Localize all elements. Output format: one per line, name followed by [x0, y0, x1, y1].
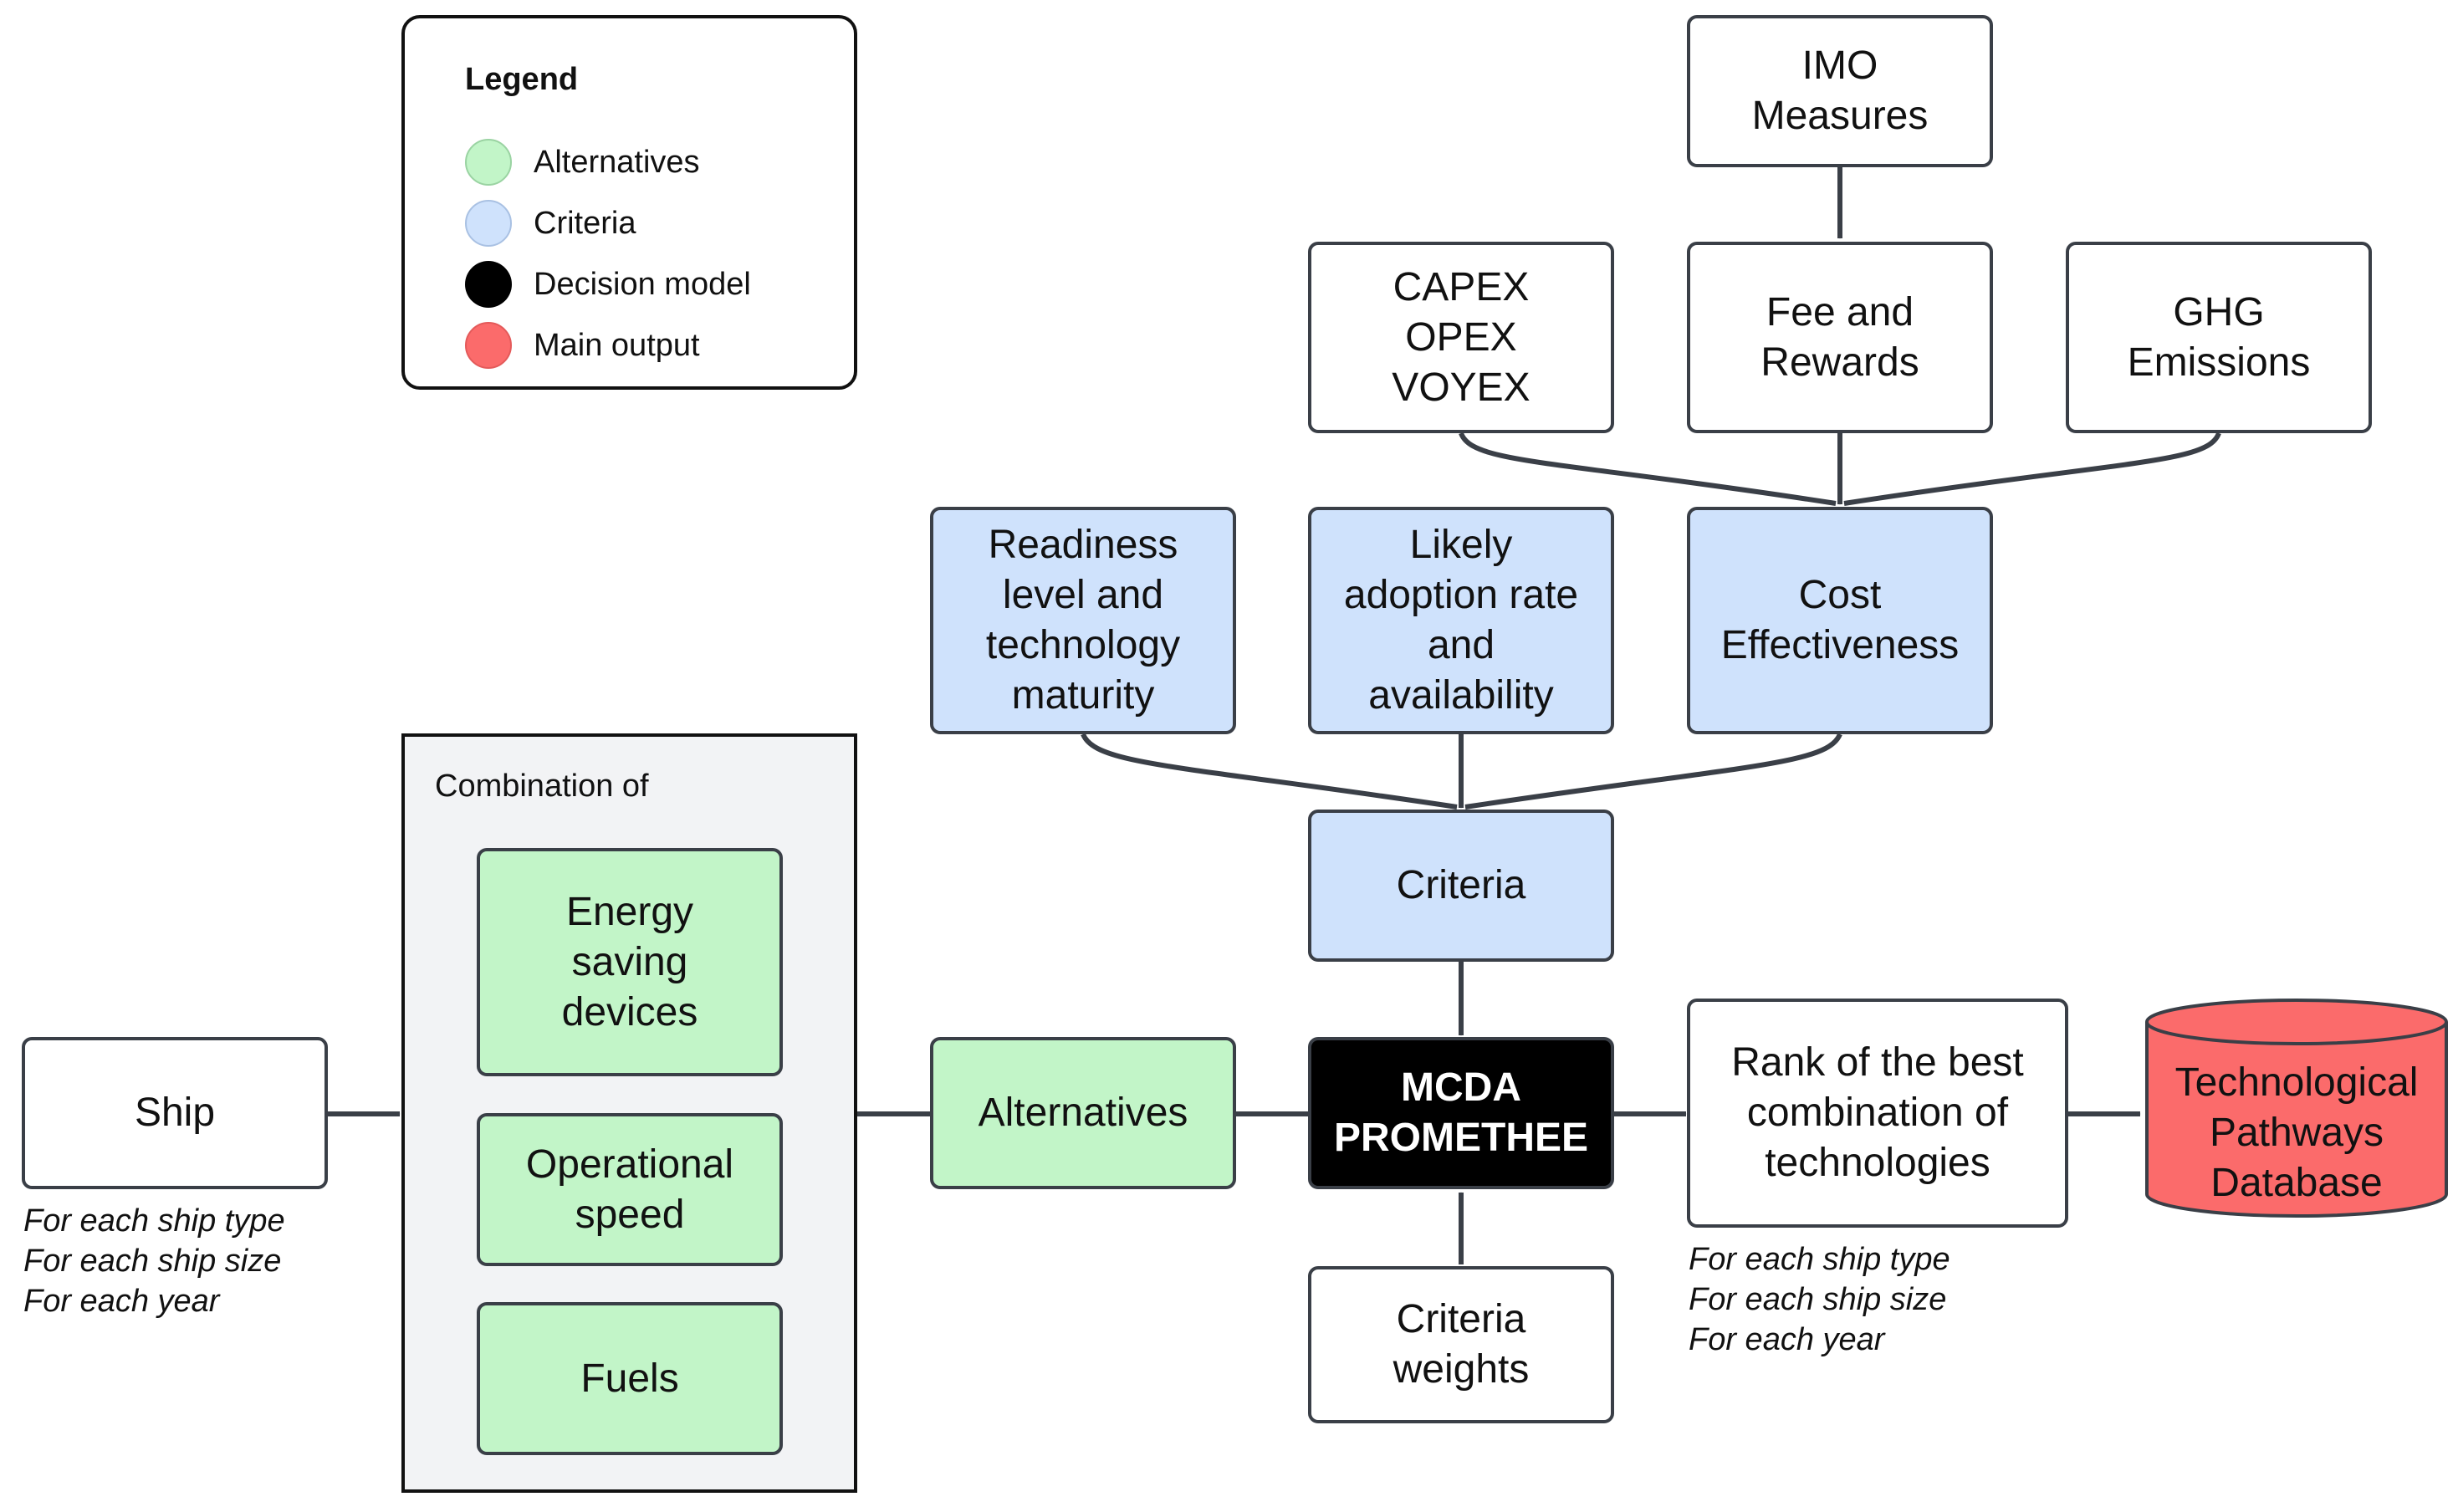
- fuels-node: Fuels: [477, 1302, 783, 1455]
- criteria-weights-node: Criteria weights: [1308, 1266, 1614, 1423]
- criteria-node: Criteria: [1308, 810, 1614, 962]
- rank-node: Rank of the best combination of technolo…: [1687, 999, 2068, 1228]
- legend: Legend Alternatives Criteria Decision mo…: [401, 15, 857, 390]
- fee-and-rewards-node: Fee and Rewards: [1687, 242, 1993, 433]
- readiness-criterion-node: Readiness level and technology maturity: [930, 507, 1236, 734]
- legend-label: Criteria: [534, 206, 636, 241]
- legend-label: Decision model: [534, 267, 751, 302]
- black-circle-icon: [465, 261, 512, 308]
- adoption-criterion-node: Likely adoption rate and availability: [1308, 507, 1614, 734]
- rank-note: For each ship type For each ship size Fo…: [1689, 1242, 1950, 1357]
- arrow-cost-effectiveness-to-criteria: [1464, 733, 1842, 810]
- green-circle-icon: [465, 139, 512, 186]
- database-label: Technological Pathways Database: [2174, 1060, 2419, 1205]
- legend-label: Alternatives: [534, 145, 700, 180]
- legend-title: Legend: [465, 62, 579, 97]
- cost-effectiveness-criterion-node: Cost Effectiveness: [1687, 507, 1993, 734]
- blue-circle-icon: [465, 200, 512, 247]
- ship-note: For each ship type For each ship size Fo…: [23, 1203, 285, 1319]
- arrow-ghg-to-cost-effectiveness: [1843, 432, 2221, 506]
- ship-node: Ship: [22, 1037, 328, 1189]
- operational-speed-node: Operational speed: [477, 1113, 783, 1266]
- energy-saving-devices-node: Energy saving devices: [477, 848, 783, 1076]
- red-circle-icon: [465, 322, 512, 369]
- capex-opex-voyex-node: CAPEX OPEX VOYEX: [1308, 242, 1614, 433]
- ghg-emissions-node: GHG Emissions: [2066, 242, 2372, 433]
- imo-measures-node: IMO Measures: [1687, 15, 1993, 167]
- database-cylinder-icon: [2145, 999, 2448, 1218]
- legend-label: Main output: [534, 328, 700, 363]
- group-title: Combination of: [435, 769, 649, 804]
- arrow-readiness-to-criteria: [1081, 733, 1458, 810]
- alternatives-node: Alternatives: [930, 1037, 1236, 1189]
- mcda-promethee-node: MCDA PROMETHEE: [1308, 1037, 1614, 1189]
- database-node: Technological Pathways Database: [2144, 997, 2450, 1221]
- arrow-costs-to-cost-effectiveness: [1459, 432, 1837, 506]
